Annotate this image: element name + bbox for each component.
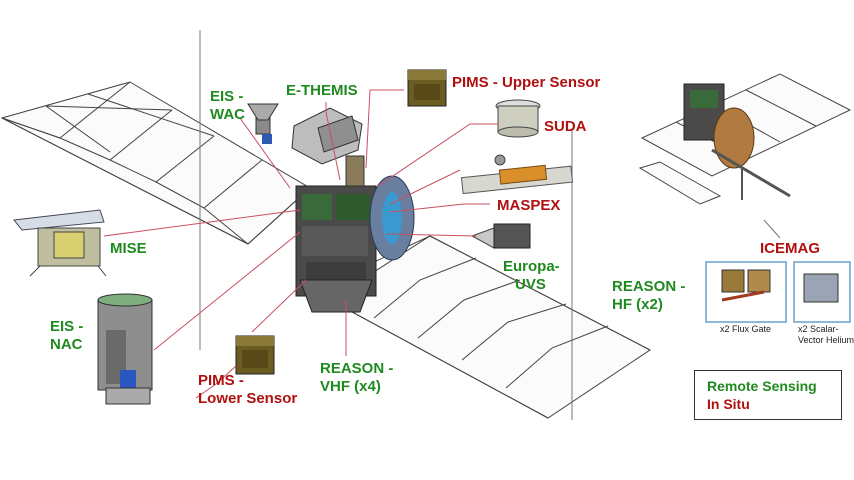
mise-label: MISE [110, 240, 147, 257]
legend-box: Remote Sensing In Situ [694, 370, 842, 420]
suda-instrument [495, 99, 541, 138]
suda-label: SUDA [544, 118, 587, 135]
reason-hf-line-1: REASON - [612, 278, 686, 295]
eis-wac-line-1: EIS - [210, 88, 244, 105]
reason-hf-line-2: HF (x2) [612, 296, 663, 313]
reason-vhf-line-2: VHF (x4) [320, 378, 381, 395]
maspex-label: MASPEX [497, 197, 561, 214]
eis-nac-line-1: EIS - [50, 318, 84, 335]
reason-hf-label: REASON - HF (x2) [612, 278, 685, 314]
right-solar-array [329, 235, 651, 419]
maspex-instrument [460, 154, 574, 195]
europa-uvs-line-2: UVS [515, 276, 546, 293]
eis-wac-instrument [247, 103, 279, 144]
eis-wac-label: EIS - WAC [210, 88, 245, 124]
scalar-vector-line-1: x2 Scalar- [798, 324, 839, 334]
pims-lower-sensor-instrument [235, 335, 275, 375]
flux-gate-caption: x2 Flux Gate [720, 324, 772, 334]
reason-vhf-label: REASON - VHF (x4) [320, 360, 393, 396]
europa-uvs-label: Europa- UVS [503, 258, 560, 294]
e-themis-instrument [291, 107, 363, 165]
legend-remote-sensing: Remote Sensing [707, 378, 817, 394]
eis-nac-instrument [97, 293, 153, 405]
eis-nac-line-2: NAC [50, 336, 83, 353]
icemag-label: ICEMAG [760, 240, 820, 257]
leader-lines [103, 89, 498, 399]
pims-lower-sensor-label: PIMS - Lower Sensor [198, 372, 297, 408]
spacecraft-bus [295, 155, 415, 313]
pims-lower-line-1: PIMS - [198, 372, 244, 389]
europa-uvs-line-1: Europa- [503, 258, 560, 275]
scalar-vector-line-2: Vector Helium [798, 335, 854, 345]
icemag-leader [763, 219, 781, 239]
flux-gate-box [705, 261, 787, 323]
pims-lower-line-2: Lower Sensor [198, 390, 298, 407]
legend-in-situ: In Situ [707, 396, 750, 412]
eis-wac-line-2: WAC [210, 106, 245, 123]
scalar-vector-caption: x2 Scalar- Vector Helium [798, 324, 854, 346]
reason-vhf-line-1: REASON - [320, 360, 394, 377]
europa-uvs-instrument [470, 223, 531, 249]
icemag-spacecraft-inset [638, 73, 852, 205]
mise-instrument [13, 209, 107, 277]
eis-nac-label: EIS - NAC [50, 318, 83, 354]
pims-upper-sensor-instrument [407, 69, 447, 107]
left-solar-array [0, 81, 311, 245]
scalar-vector-helium-box [793, 261, 851, 323]
pims-upper-sensor-label: PIMS - Upper Sensor [452, 74, 601, 91]
e-themis-label: E-THEMIS [286, 82, 358, 99]
